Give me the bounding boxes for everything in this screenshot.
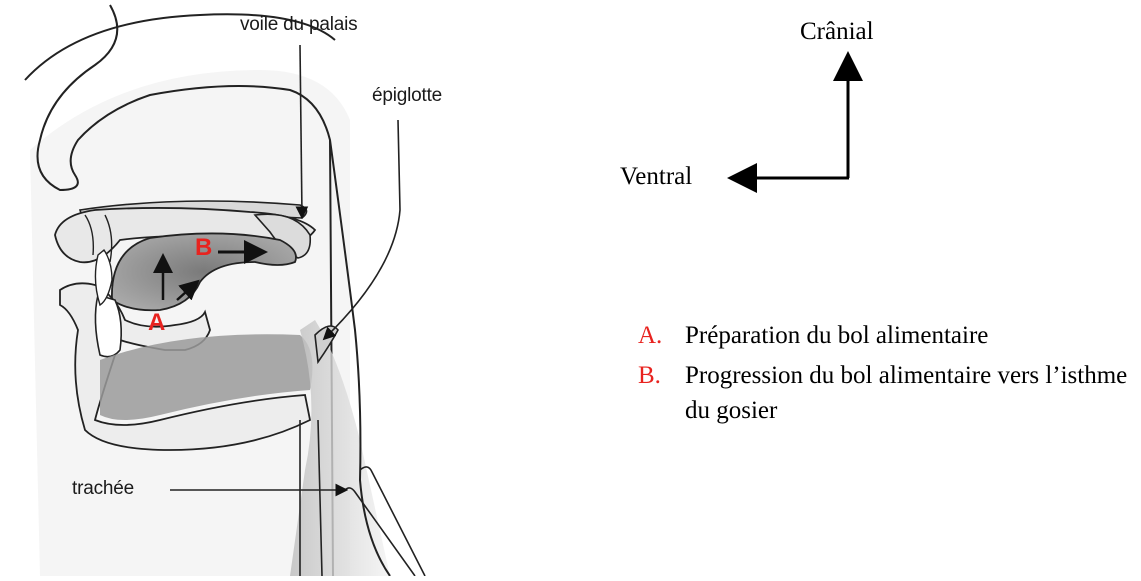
- legend-text-b: Progression du bol alimentaire vers l’is…: [685, 362, 1127, 424]
- legend-marker-a: A.: [638, 318, 662, 353]
- anatomy-diagram: voile du palais épiglotte trachée A B: [0, 0, 520, 576]
- label-trachea: trachée: [72, 478, 134, 500]
- ventral-label: Ventral: [620, 163, 692, 191]
- cranial-label: Crânial: [800, 18, 874, 46]
- step-letter-a: A: [148, 309, 165, 337]
- orientation-indicator: Crânial Ventral: [600, 0, 940, 220]
- step-letter-b: B: [195, 234, 212, 262]
- legend-marker-b: B.: [638, 358, 661, 393]
- label-soft-palate: voile du palais: [240, 14, 357, 36]
- legend-text-a: Préparation du bol alimentaire: [685, 322, 988, 349]
- legend-list: A. Préparation du bol alimentaire B. Pro…: [638, 318, 1138, 428]
- legend-item-b: B. Progression du bol alimentaire vers l…: [638, 358, 1138, 428]
- legend-item-a: A. Préparation du bol alimentaire: [638, 318, 1138, 353]
- label-epiglottis: épiglotte: [372, 85, 442, 107]
